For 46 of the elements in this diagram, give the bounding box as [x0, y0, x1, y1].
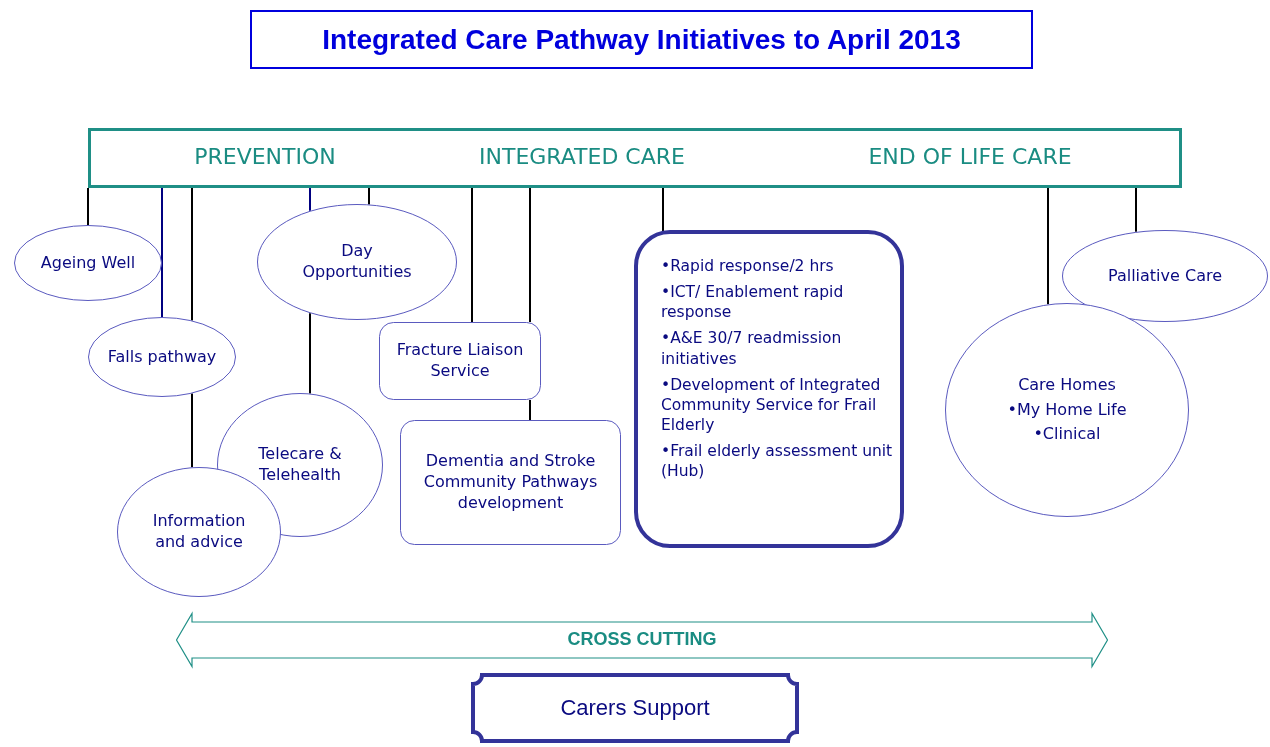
initiative-ellipse: [14, 225, 162, 301]
band-label: CROSS CUTTING: [567, 628, 717, 652]
node-label: Dementia and Stroke Community Pathways development: [422, 451, 599, 514]
double-arrow-band: [176, 613, 1108, 667]
node-label: Telecare & Telehealth: [257, 444, 343, 486]
node-label: Care Homes: [1018, 374, 1116, 396]
initiative-ellipse: [257, 204, 457, 320]
connector-line: [87, 187, 89, 226]
plaque-box: [471, 673, 799, 743]
bullet-item: •Development of Integrated Community Service for Frail Elderly: [661, 374, 882, 436]
connector-line: [1047, 187, 1049, 306]
node-label: Falls pathway: [107, 346, 217, 368]
node-label: Ageing Well: [40, 252, 136, 274]
connector-line: [662, 187, 664, 232]
connector-line: [1135, 187, 1137, 233]
connector-line: [161, 187, 163, 318]
connector-line: [529, 399, 531, 421]
initiative-ellipse: [945, 303, 1189, 517]
connector-line: [191, 392, 193, 469]
node-label: Palliative Care: [1107, 265, 1222, 287]
bullet-item: •ICT/ Enablement rapid response: [661, 282, 845, 323]
box-label: Carers Support: [560, 693, 710, 722]
category-banner: [88, 128, 1182, 188]
node-label: Fracture Liaison Service: [395, 340, 525, 382]
bullet-item: •My Home Life: [1007, 399, 1127, 421]
connector-line: [529, 187, 531, 323]
connector-line: [471, 187, 473, 323]
initiative-box: [400, 420, 621, 545]
initiative-box: [379, 322, 541, 400]
category-heading: INTEGRATED CARE: [479, 143, 685, 171]
initiative-ellipse: [1062, 230, 1268, 322]
bullet-item: •A&E 30/7 readmission initiatives: [661, 328, 843, 369]
initiative-panel: [634, 230, 904, 548]
connector-line: [368, 187, 370, 206]
bullet-item: •Clinical: [1033, 424, 1101, 446]
bullet-item: •Frail elderly assessment unit (Hub): [661, 441, 894, 482]
connector-line: [309, 187, 311, 212]
category-heading: PREVENTION: [194, 143, 336, 171]
connector-line: [191, 187, 193, 322]
bullet-item: •Rapid response/2 hrs: [661, 256, 834, 277]
initiative-ellipse: [88, 317, 236, 397]
category-heading: END OF LIFE CARE: [868, 143, 1072, 171]
node-label: Information and advice: [151, 511, 247, 553]
node-label: Day Opportunities: [301, 241, 413, 283]
diagram-title: Integrated Care Pathway Initiatives to April 2013: [250, 10, 1033, 69]
connector-line: [309, 312, 311, 395]
